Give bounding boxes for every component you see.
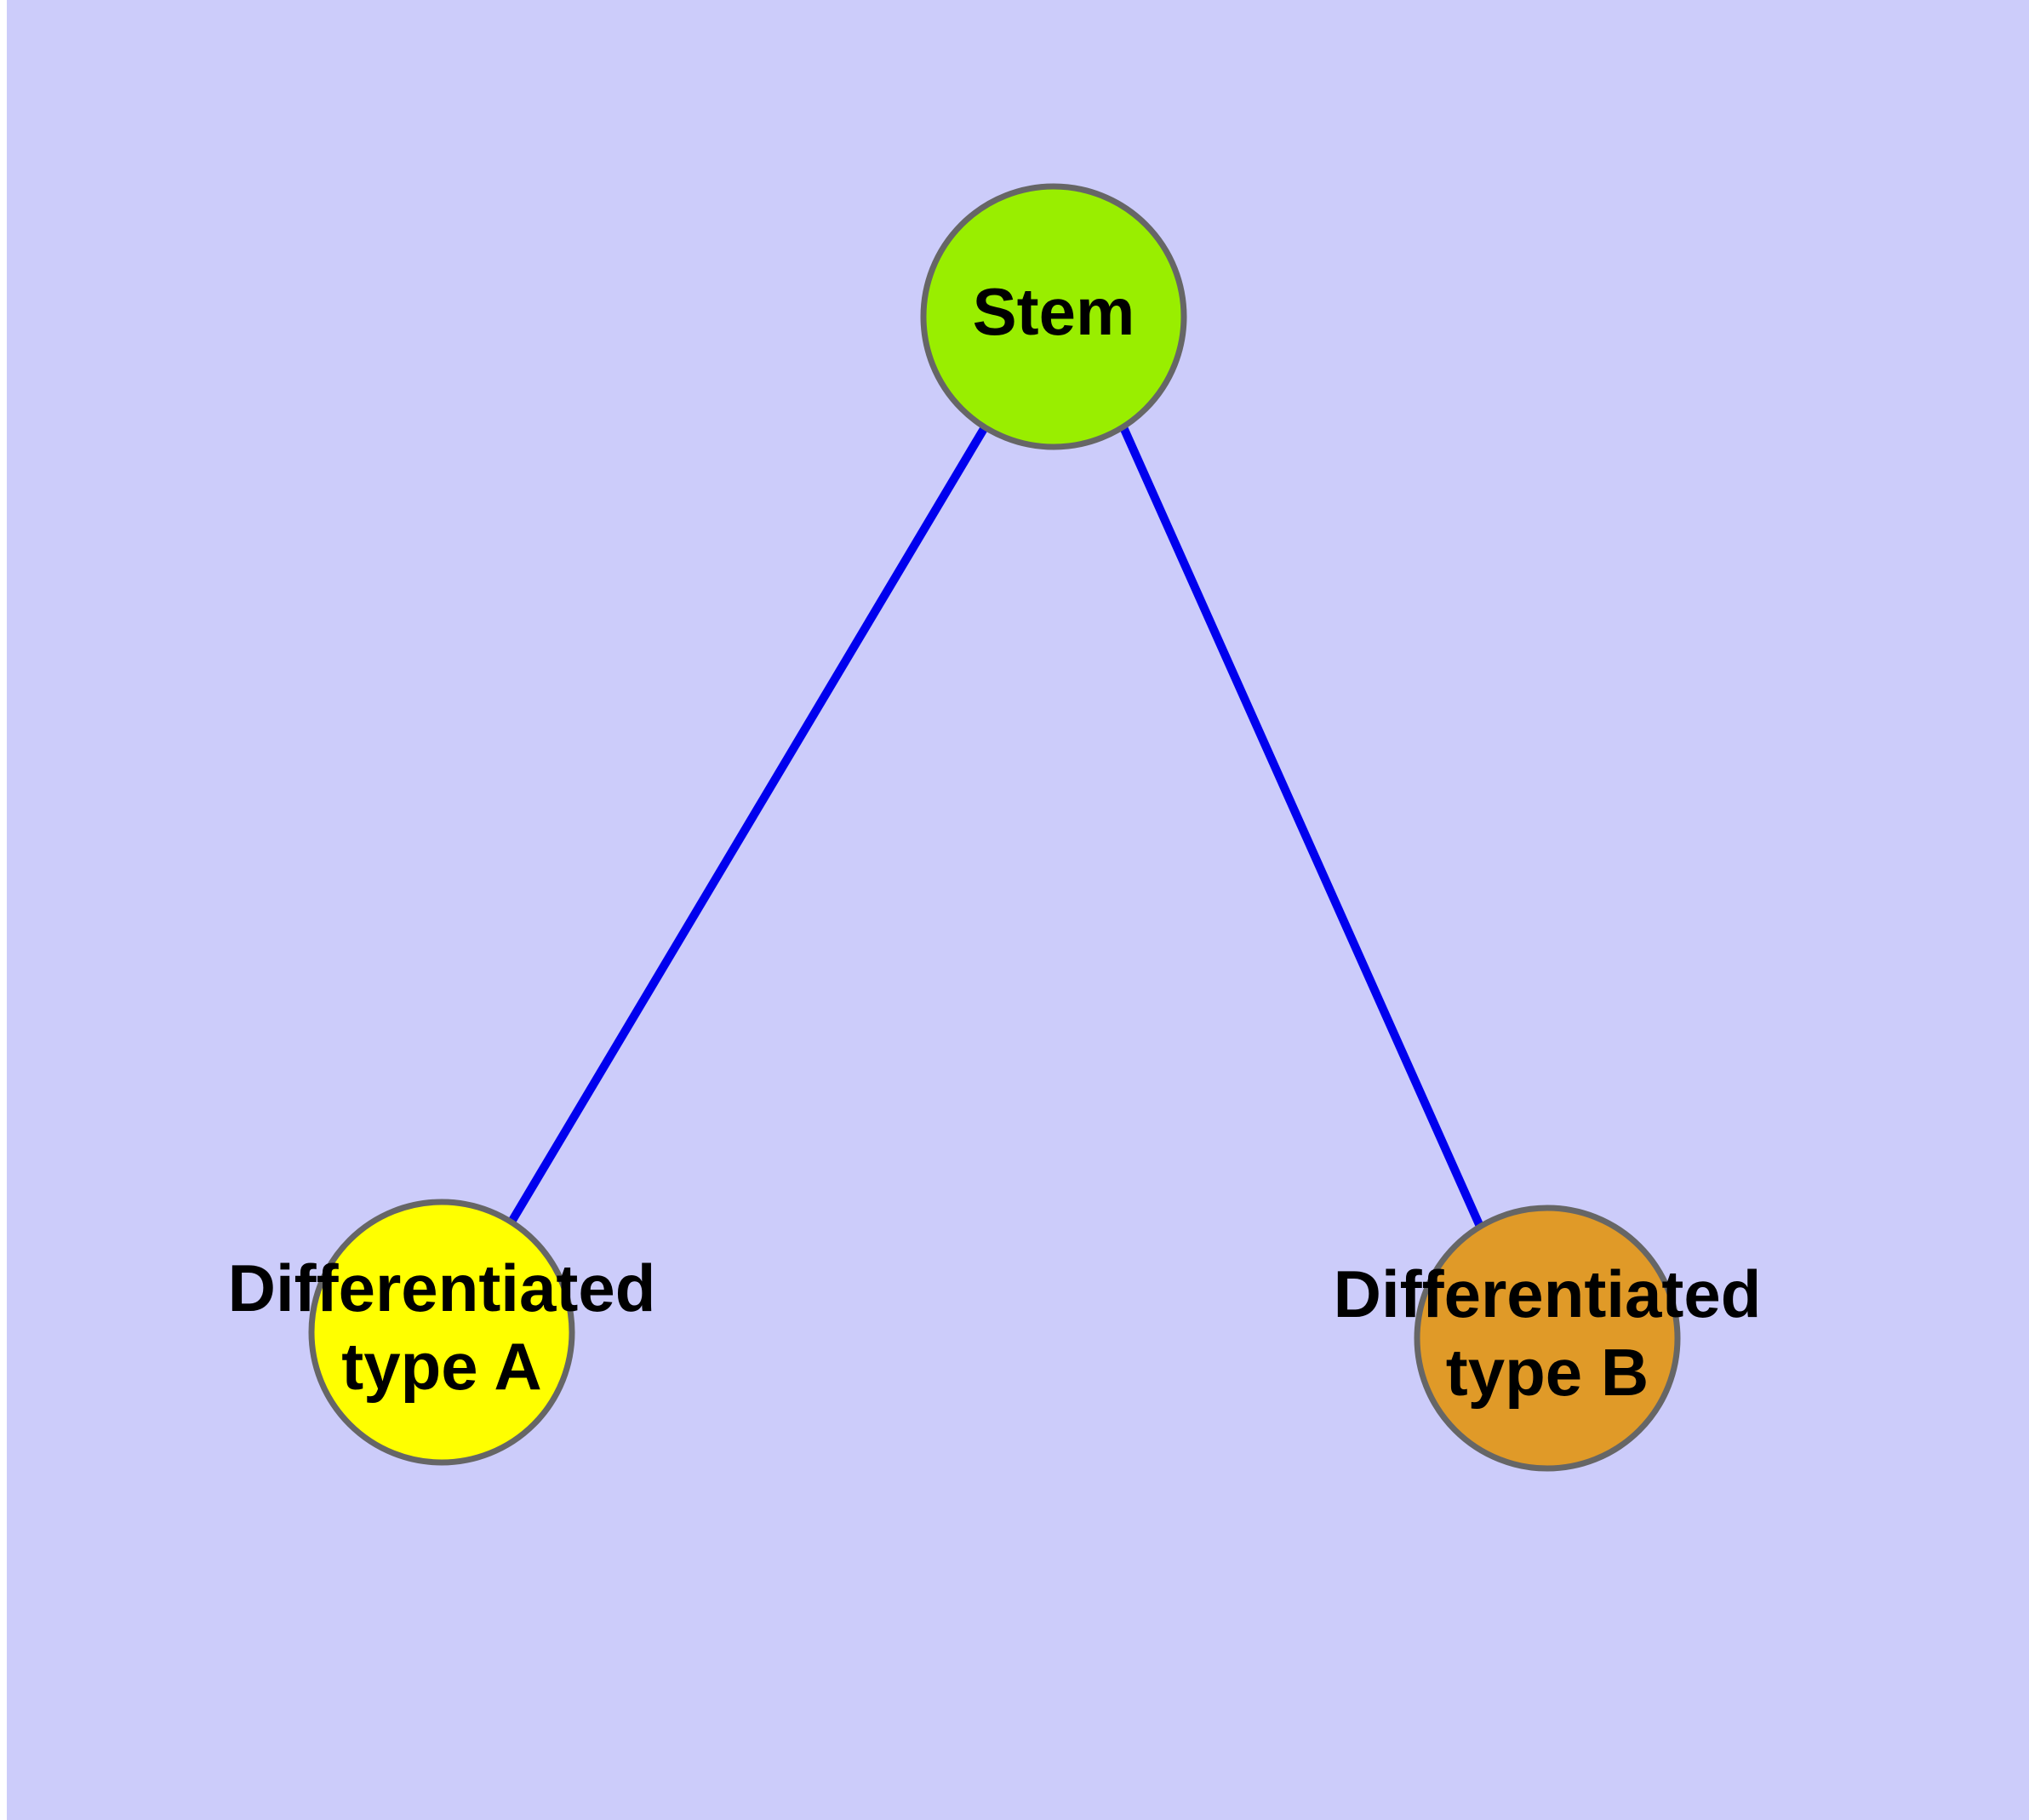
label-line: type A bbox=[341, 1329, 542, 1404]
node-stem[interactable]: Stem bbox=[920, 183, 1187, 450]
label-line: Differentiated bbox=[228, 1251, 656, 1325]
node-stem-circle[interactable] bbox=[920, 183, 1187, 450]
label-line: type B bbox=[1446, 1335, 1649, 1410]
node-stem-label: Stem bbox=[973, 274, 1135, 349]
label-line: Stem bbox=[973, 274, 1135, 349]
edge-layer bbox=[506, 425, 1485, 1231]
edge-stem-to-diff-a[interactable] bbox=[506, 425, 989, 1226]
node-diff-b-circle[interactable] bbox=[1414, 1205, 1681, 1472]
label-line: Differentiated bbox=[1334, 1256, 1762, 1331]
edge-stem-to-diff-b[interactable] bbox=[1119, 425, 1485, 1231]
node-diff-a-circle[interactable] bbox=[308, 1199, 575, 1466]
